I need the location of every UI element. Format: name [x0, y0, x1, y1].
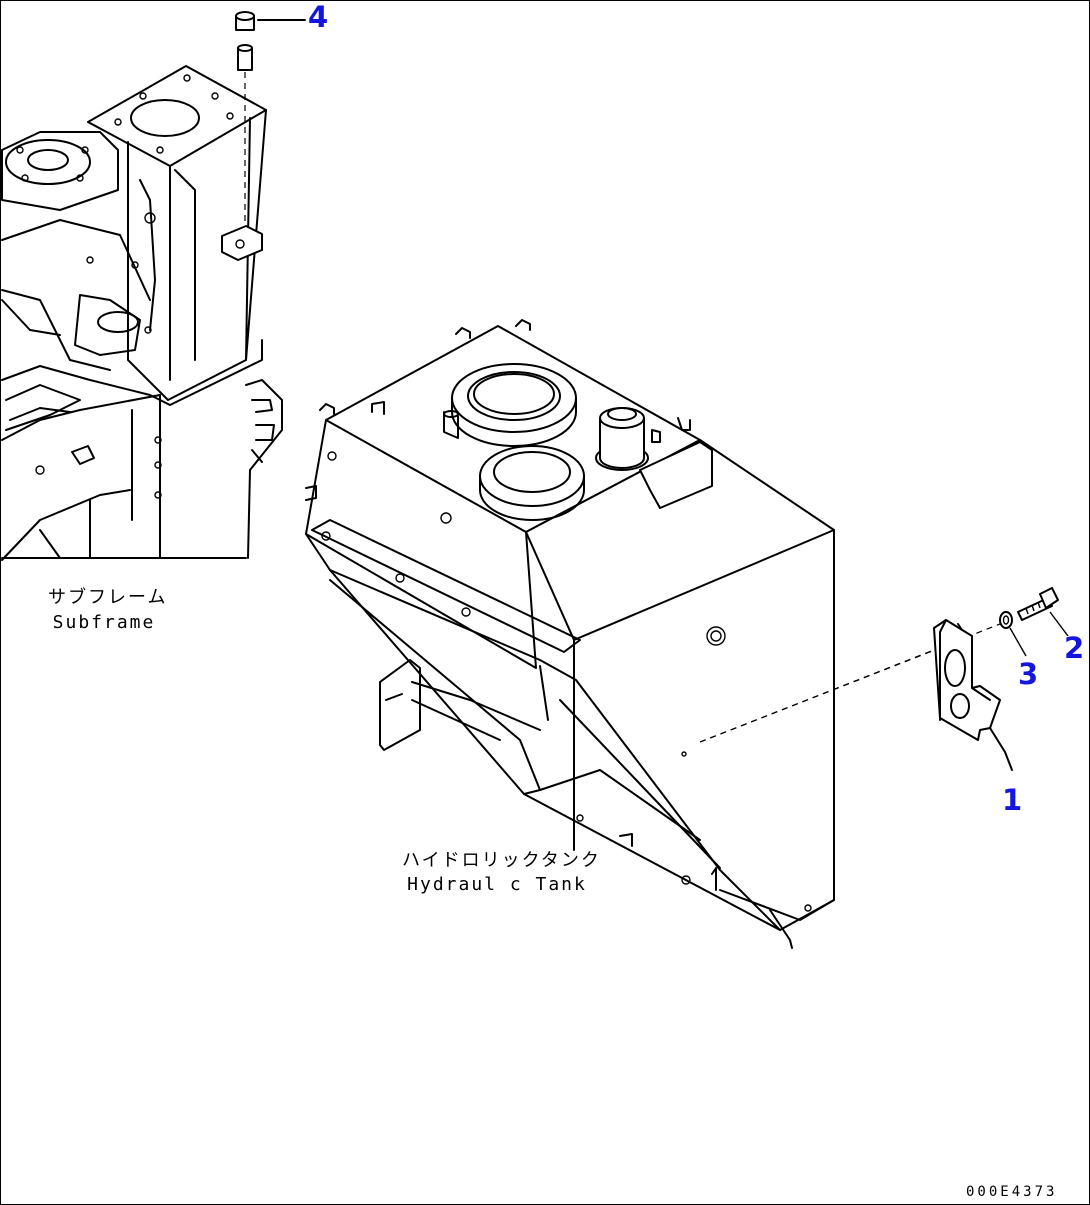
- part-1-drawing: [933, 619, 1013, 771]
- callout-2: 2: [1064, 631, 1085, 665]
- tank-label-jp: ハイドロリックタンク: [402, 850, 601, 871]
- part-3-drawing: [999, 611, 1027, 657]
- subframe-label-en: Subframe: [52, 612, 156, 633]
- callout-3: 3: [1018, 657, 1039, 691]
- part-4-drawing: [235, 11, 306, 226]
- part-2-drawing: [1017, 587, 1069, 637]
- subframe-label-jp: サブフレーム: [48, 587, 168, 608]
- subframe-drawing: [1, 65, 283, 561]
- drawing-code: 000E4373: [966, 1184, 1058, 1200]
- callout-4: 4: [308, 0, 329, 34]
- callout-1: 1: [1002, 783, 1023, 817]
- hydraulic-tank-drawing: [305, 319, 1006, 949]
- tank-label-en: Hydraul c Tank: [407, 874, 587, 895]
